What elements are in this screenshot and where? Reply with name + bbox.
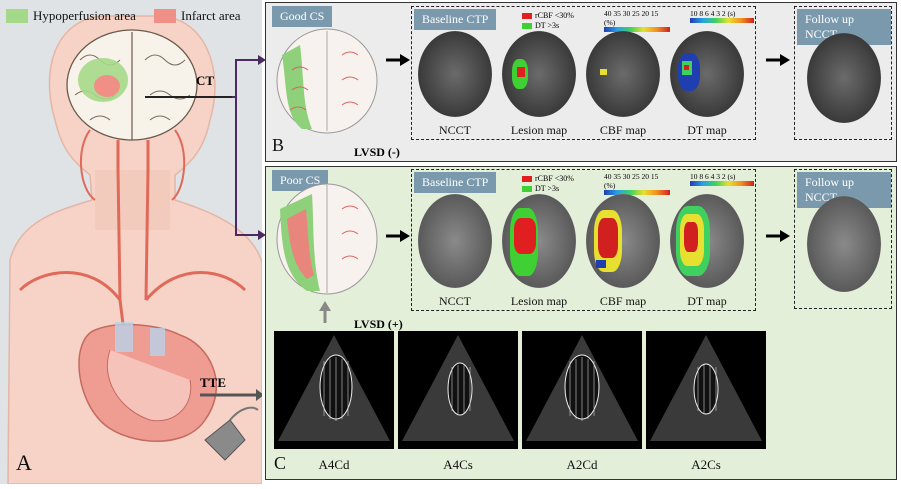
caption-lesion-b: Lesion map <box>510 123 568 137</box>
lesion-map-image-b <box>502 31 576 117</box>
echo-a4cs-image <box>398 331 518 449</box>
echo-a4cd-image <box>274 331 394 449</box>
legend-rcbf-b: rCBF <30% <box>522 11 574 20</box>
caption-a2cs: A2Cs <box>691 457 721 472</box>
caption-a2cd: A2Cd <box>566 457 598 472</box>
legend-hypoperfusion-label: Hypoperfusion area <box>33 8 136 23</box>
good-cs-brain-diagram <box>276 28 378 134</box>
infarct-swatch <box>154 9 176 23</box>
ncct-image-b <box>418 31 492 117</box>
dt-colorbar-b <box>690 18 754 23</box>
caption-ncct-b: NCCT <box>438 123 471 137</box>
arrow-b1 <box>386 54 410 66</box>
baseline-ctp-tag-b: Baseline CTP <box>414 9 497 30</box>
panel-b: Good CS Baseline CTP rCBF <30% DT >3s 40… <box>265 2 897 162</box>
panel-b-letter: B <box>272 135 285 155</box>
baseline-ctp-box-b: Baseline CTP rCBF <30% DT >3s 40 35 30 2… <box>411 6 756 140</box>
followup-box-c: Follow up NCCT <box>794 169 892 309</box>
caption-dt-b: DT map <box>687 123 727 137</box>
baseline-ctp-box-c: Baseline CTP rCBF <30% DT >3s 40 35 30 2… <box>411 169 756 311</box>
caption-ncct-c: NCCT <box>438 294 471 308</box>
cbf-scale-b: 40 35 30 25 20 15 (%) <box>604 9 670 32</box>
followup-ncct-image-b <box>807 33 881 123</box>
anatomy-illustration <box>7 15 264 485</box>
cbf-scale-b-label: 40 35 30 25 20 15 (%) <box>604 9 659 27</box>
panel-a: Hypoperfusion area Infarct area CT TTE A <box>0 0 264 485</box>
dt-colorbar-c <box>690 181 754 186</box>
echo-a2cd-image <box>522 331 642 449</box>
followup-ncct-image-c <box>807 196 881 292</box>
legend-hypoperfusion: Hypoperfusion area <box>6 6 136 26</box>
lvsd-label-b: LVSD (-) <box>354 145 400 159</box>
legend-rcbf-c: rCBF <30% <box>522 174 574 183</box>
cbf-colorbar-c <box>604 190 670 195</box>
legend-dt-b-label: DT >3s <box>535 21 560 30</box>
legend-dt-c-label: DT >3s <box>535 184 560 193</box>
legend-infarct-label: Infarct area <box>181 8 241 23</box>
cbf-map-image-b <box>586 31 660 117</box>
followup-box-b: Follow up NCCT <box>794 6 892 140</box>
cbf-scale-c: 40 35 30 25 20 15 (%) <box>604 172 670 195</box>
cbf-scale-c-label: 40 35 30 25 20 15 (%) <box>604 172 659 190</box>
arrow-up-c <box>319 301 331 323</box>
arrow-c1 <box>386 230 410 242</box>
cbf-colorbar-b <box>604 27 670 32</box>
caption-a4cd: A4Cd <box>318 457 350 472</box>
legend-rcbf-b-label: rCBF <30% <box>535 11 574 20</box>
dt-scale-b-label: 10 8 6 4 3 2 (s) <box>690 9 736 18</box>
poor-cs-brain-diagram <box>276 183 378 295</box>
cbf-map-image-c <box>586 194 660 288</box>
ct-label: CT <box>196 73 215 88</box>
caption-cbf-b: CBF map <box>599 123 647 137</box>
panel-c-letter: C <box>274 453 287 473</box>
panel-a-letter: A <box>16 450 32 475</box>
caption-lesion-c: Lesion map <box>510 294 568 308</box>
panel-c: Poor CS Baseline CTP rCBF <30% DT >3s 40… <box>265 166 897 480</box>
tte-label: TTE <box>200 375 227 390</box>
lesion-map-image-c <box>502 194 576 288</box>
good-cs-tag: Good CS <box>272 6 333 27</box>
legend-rcbf-c-label: rCBF <30% <box>535 174 574 183</box>
legend-dt-c: DT >3s <box>522 184 559 193</box>
echo-a2cs-image <box>646 331 766 449</box>
caption-a4cs: A4Cs <box>443 457 473 472</box>
lvsd-label-c: LVSD (+) <box>354 317 403 331</box>
arrow-c2 <box>766 230 790 242</box>
legend-infarct: Infarct area <box>154 6 241 26</box>
caption-dt-c: DT map <box>687 294 727 308</box>
dt-map-image-b <box>670 31 744 117</box>
dt-scale-c: 10 8 6 4 3 2 (s) <box>690 172 754 186</box>
connector-arrows <box>232 55 266 240</box>
dt-scale-b: 10 8 6 4 3 2 (s) <box>690 9 754 23</box>
caption-cbf-c: CBF map <box>599 294 647 308</box>
legend-dt-b: DT >3s <box>522 21 559 30</box>
arrow-b2 <box>766 54 790 66</box>
ncct-image-c <box>418 194 492 288</box>
hypoperfusion-swatch <box>6 9 28 23</box>
dt-scale-c-label: 10 8 6 4 3 2 (s) <box>690 172 736 181</box>
baseline-ctp-tag-c: Baseline CTP <box>414 172 497 193</box>
dt-map-image-c <box>670 194 744 288</box>
